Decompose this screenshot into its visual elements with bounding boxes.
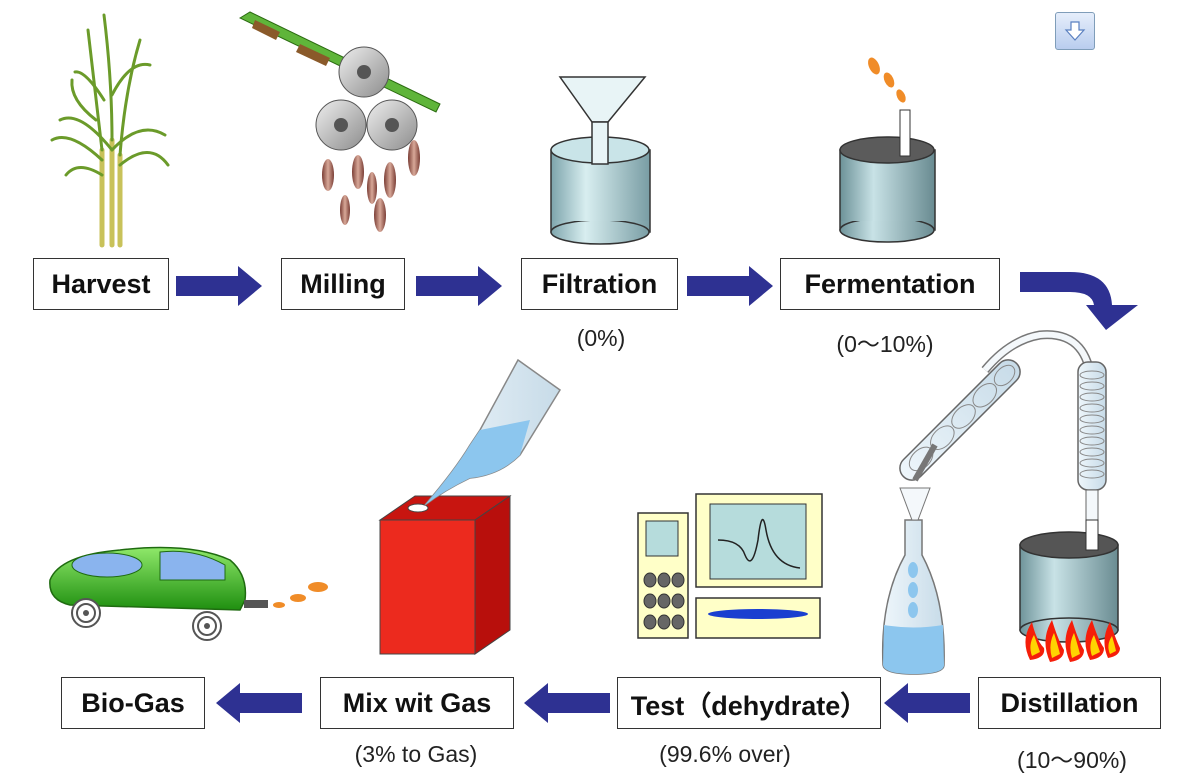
car-icon (49, 546, 328, 641)
step-distillation: Distillation (978, 677, 1161, 729)
step-harvest: Harvest (33, 258, 169, 310)
note-mix: (3% to Gas) (354, 741, 478, 767)
step-milling: Milling (281, 258, 405, 310)
filtration-tank-icon (550, 76, 651, 245)
step-distillation-label: Distillation (1000, 687, 1139, 718)
gas-container-icon (378, 358, 562, 655)
test-instrument-icon (637, 493, 823, 639)
step-filtration: Filtration (521, 258, 678, 310)
note-distillation: (10～90%) (1017, 747, 1127, 773)
pouring-bottle-icon (424, 358, 562, 506)
step-milling-label: Milling (300, 268, 386, 299)
note-filtration: (0%) (576, 325, 626, 351)
step-test-label: Test（dehydrate） (630, 690, 868, 721)
note-fermentation: (0～10%) (836, 331, 934, 357)
fermentation-tank-icon (839, 57, 936, 243)
step-biogas-label: Bio-Gas (81, 687, 185, 718)
step-harvest-label: Harvest (51, 268, 151, 299)
download-button[interactable] (1055, 12, 1095, 50)
milling-rollers-icon (238, 11, 441, 232)
step-mix: Mix wit Gas (320, 677, 514, 729)
step-fermentation-label: Fermentation (804, 268, 976, 299)
step-fermentation: Fermentation (780, 258, 1000, 310)
note-test: (99.6% over) (659, 741, 791, 767)
step-test: Test（dehydrate） (617, 677, 881, 729)
sugar-cane-icon (50, 13, 170, 248)
step-mix-label: Mix wit Gas (342, 687, 492, 718)
download-arrow-icon (1064, 21, 1086, 41)
flame-icon (1025, 620, 1120, 662)
flow-arrows (176, 266, 1138, 723)
distillation-apparatus-icon (881, 330, 1120, 675)
step-filtration-label: Filtration (541, 268, 658, 299)
step-biogas: Bio-Gas (61, 677, 205, 729)
